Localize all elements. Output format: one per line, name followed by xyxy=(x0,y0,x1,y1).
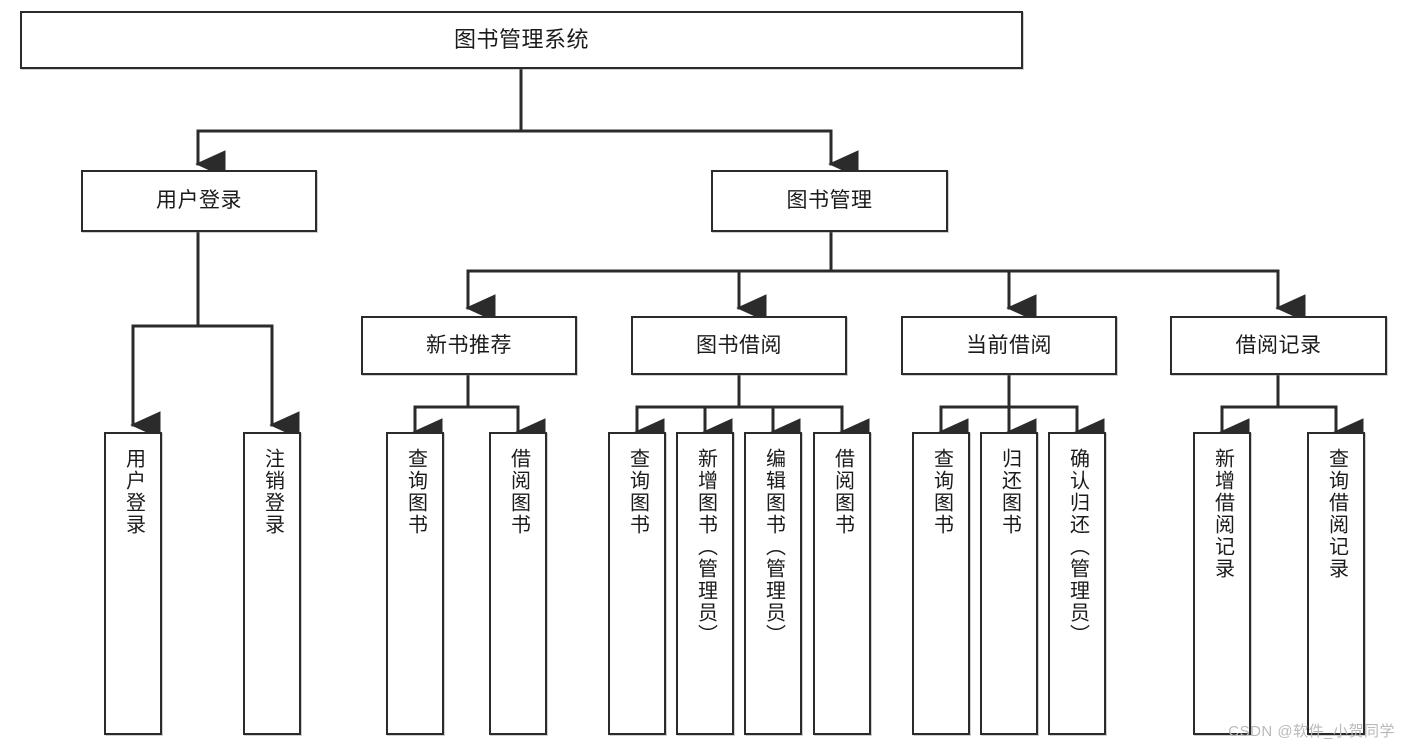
node-label: 图书管理 xyxy=(786,189,873,213)
node-label: 归还图书 xyxy=(998,448,1021,536)
node-label: 新增图书（管理员） xyxy=(694,448,717,646)
node-label: 当前借阅 xyxy=(966,333,1052,357)
node-leaf-query-book-current[interactable]: 查询图书 xyxy=(912,432,970,735)
node-leaf-user-login[interactable]: 用户登录 xyxy=(104,432,162,735)
node-leaf-query-borrow-record[interactable]: 查询借阅记录 xyxy=(1307,432,1365,735)
node-leaf-confirm-return-admin[interactable]: 确认归还（管理员） xyxy=(1048,432,1106,735)
node-label: 借阅图书 xyxy=(831,448,854,536)
node-label: 图书借阅 xyxy=(696,333,782,357)
node-label: 新书推荐 xyxy=(426,333,512,357)
node-label: 查询图书 xyxy=(626,448,649,536)
node-label: 用户登录 xyxy=(156,189,242,213)
node-label: 图书管理系统 xyxy=(453,26,589,52)
node-leaf-borrow-book[interactable]: 借阅图书 xyxy=(813,432,871,735)
node-label: 查询图书 xyxy=(930,448,953,536)
node-new-book-recommend[interactable]: 新书推荐 xyxy=(361,316,577,375)
node-leaf-query-book-borrow[interactable]: 查询图书 xyxy=(608,432,666,735)
node-label: 确认归还（管理员） xyxy=(1066,448,1089,646)
node-leaf-add-borrow-record[interactable]: 新增借阅记录 xyxy=(1193,432,1251,735)
node-label: 查询图书 xyxy=(404,448,427,536)
node-current-borrow[interactable]: 当前借阅 xyxy=(901,316,1117,375)
node-label: 查询借阅记录 xyxy=(1325,448,1348,580)
node-leaf-edit-book-admin[interactable]: 编辑图书（管理员） xyxy=(744,432,802,735)
node-book-borrow[interactable]: 图书借阅 xyxy=(631,316,847,375)
node-label: 借阅记录 xyxy=(1235,333,1322,357)
node-leaf-return-book[interactable]: 归还图书 xyxy=(980,432,1038,735)
node-label: 新增借阅记录 xyxy=(1211,448,1234,580)
node-label: 注销登录 xyxy=(261,448,284,536)
node-label: 用户登录 xyxy=(122,448,145,536)
node-leaf-add-book-admin[interactable]: 新增图书（管理员） xyxy=(676,432,734,735)
node-user-login[interactable]: 用户登录 xyxy=(81,170,317,232)
watermark-text: CSDN @软件_小贺同学 xyxy=(1228,723,1395,740)
node-root-system[interactable]: 图书管理系统 xyxy=(20,11,1023,69)
node-leaf-borrow-book-recommend[interactable]: 借阅图书 xyxy=(489,432,547,735)
node-book-management[interactable]: 图书管理 xyxy=(711,170,948,232)
node-leaf-logout[interactable]: 注销登录 xyxy=(243,432,301,735)
node-label: 编辑图书（管理员） xyxy=(762,448,785,646)
node-borrow-record[interactable]: 借阅记录 xyxy=(1170,316,1387,375)
node-label: 借阅图书 xyxy=(507,448,530,536)
node-leaf-query-book-recommend[interactable]: 查询图书 xyxy=(386,432,444,735)
